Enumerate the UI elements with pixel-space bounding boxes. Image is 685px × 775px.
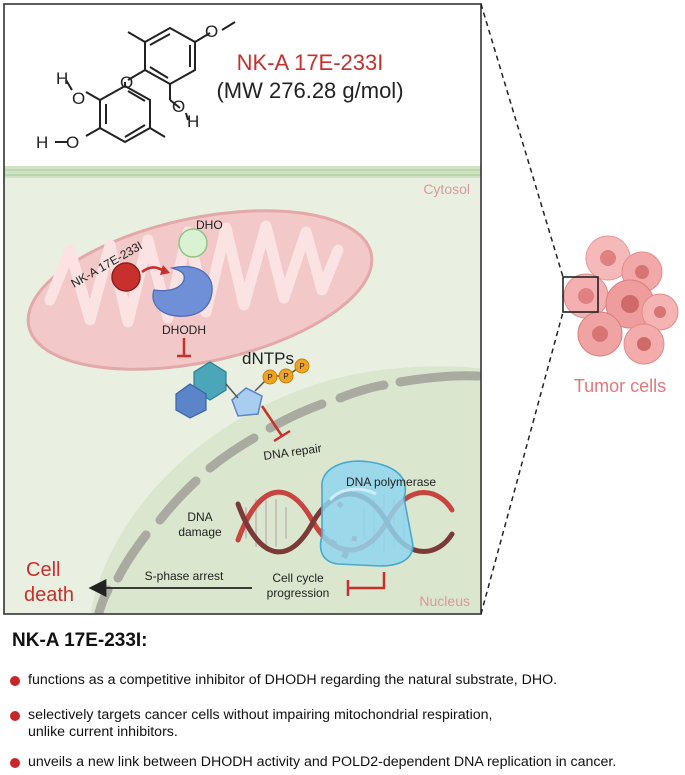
cell-cycle-inhibition-bar (346, 572, 386, 596)
bullet-dot-icon (10, 676, 20, 686)
compound-name: NK-A 17E-233I (237, 50, 384, 75)
phosphate-label-2: P (283, 372, 288, 381)
zoom-box (562, 276, 599, 313)
compound-mw: (MW 276.28 g/mol) (216, 78, 403, 103)
dntps-inhibition-bar (260, 405, 291, 443)
bullet-dot-icon (10, 758, 20, 768)
dho-molecule (178, 228, 208, 258)
chemical-structure (55, 21, 236, 144)
dna-damage-label-1: DNA (187, 510, 212, 524)
tumor-cells (563, 235, 679, 365)
atom-o-hydroxyl-1: O (172, 97, 185, 116)
s-phase-label: S-phase arrest (145, 569, 224, 583)
dhodh-enzyme (152, 266, 213, 317)
dho-label: DHO (196, 218, 223, 232)
bullet-dot-icon (10, 711, 20, 721)
dna-polymerase-label: DNA polymerase (346, 475, 436, 489)
atom-h-hydroxyl-2: H (56, 69, 68, 88)
cell-cycle-label-2: progression (267, 586, 330, 600)
dhodh-label: DHODH (162, 323, 206, 337)
atom-o-methoxy: O (205, 22, 218, 41)
cell-membrane (4, 166, 481, 178)
atom-o-hydroxyl-2: O (72, 89, 85, 108)
dntps-label: dNTPs (242, 349, 294, 368)
summary-section: NK-A 17E-233I: functions as a competitiv… (0, 620, 685, 775)
nucleus-label: Nucleus (419, 593, 470, 609)
cell-death-label-1: Cell (26, 559, 60, 581)
dna-polymerase (319, 460, 414, 567)
summary-bullet-text: functions as a competitive inhibitor of … (28, 672, 558, 688)
inhibitor-molecule (111, 262, 141, 292)
phosphate-label-1: P (267, 373, 272, 382)
atom-o-hydroxyl-3: O (66, 133, 79, 152)
tumor-cells-label: Tumor cells (574, 376, 666, 396)
cytosol-label: Cytosol (423, 181, 470, 197)
dhodh-inhibition-bar (177, 338, 191, 358)
atom-h-hydroxyl-3: H (36, 133, 48, 152)
summary-bullet-text: selectively targets cancer cells without… (28, 707, 493, 740)
zoom-lines (480, 3, 564, 615)
atom-h-hydroxyl-1: H (187, 112, 199, 131)
phosphate-label-3: P (299, 362, 304, 371)
dna-damage-label-2: damage (178, 525, 222, 539)
summary-title: NK-A 17E-233I: (12, 630, 148, 651)
summary-bullet-text: unveils a new link between DHODH activit… (28, 754, 617, 770)
dntps-molecule (175, 358, 310, 419)
atom-o-ether: O (120, 73, 133, 92)
cell-cycle-label-1: Cell cycle (272, 571, 324, 585)
cell-death-label-2: death (24, 584, 74, 606)
binding-arrow (141, 266, 163, 274)
mechanism-figure: O O O H H O H O NK-A 17E-233I (MW 276.28… (3, 3, 679, 615)
